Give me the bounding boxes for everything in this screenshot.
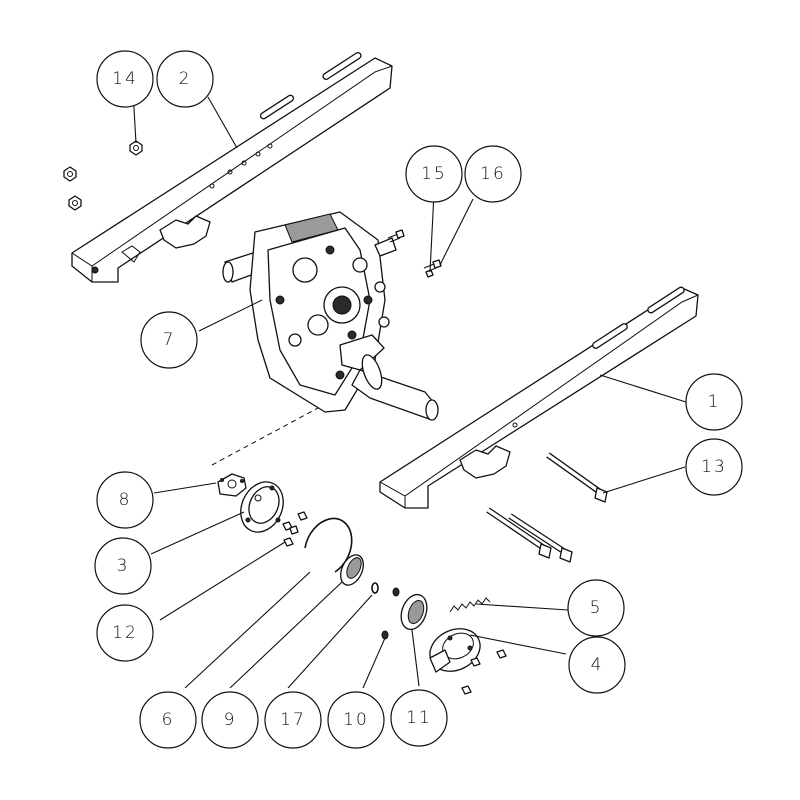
callout-6: 6 — [139, 691, 197, 749]
callout-11: 11 — [390, 689, 448, 747]
callout-15: 15 — [405, 145, 463, 203]
callout-11-label: 11 — [406, 708, 432, 728]
disc-part — [340, 554, 364, 586]
callout-10-label: 10 — [343, 710, 369, 730]
callout-14: 14 — [96, 50, 154, 108]
cover-plate-part — [240, 481, 284, 533]
callout-5: 5 — [567, 579, 625, 637]
nut-parts — [63, 140, 143, 211]
brake-screw-parts — [461, 649, 507, 695]
callout-5-label: 5 — [590, 598, 603, 618]
callout-10: 10 — [327, 691, 385, 749]
brake-arm-part — [429, 628, 481, 673]
callout-13-label: 13 — [701, 457, 727, 477]
spring-washer-part — [381, 587, 400, 640]
callout-4-label: 4 — [591, 655, 604, 675]
callout-7-label: 7 — [163, 330, 176, 350]
o-ring-part — [371, 582, 379, 594]
spring-part — [449, 597, 491, 613]
callout-3-label: 3 — [117, 556, 130, 576]
long-bolt-parts — [486, 452, 608, 563]
assembly-axis-line — [211, 407, 319, 466]
callout-16: 16 — [464, 145, 522, 203]
callout-16-label: 16 — [480, 164, 506, 184]
leader-lines — [132, 90, 687, 689]
screw-parts — [282, 511, 308, 547]
callout-6-label: 6 — [162, 710, 175, 730]
callout-4: 4 — [568, 636, 626, 694]
bearing-part — [400, 593, 428, 631]
callout-8: 8 — [96, 471, 154, 529]
callout-9-label: 9 — [224, 710, 237, 730]
callout-13: 13 — [685, 438, 743, 496]
transaxle-gearbox — [222, 211, 439, 421]
frame-rail-right — [379, 286, 699, 509]
callout-12: 12 — [96, 604, 154, 662]
callout-12-label: 12 — [112, 623, 138, 643]
callout-7: 7 — [140, 311, 198, 369]
callout-3: 3 — [94, 537, 152, 595]
callout-8-label: 8 — [119, 490, 132, 510]
callout-1: 1 — [685, 373, 743, 431]
callout-2: 2 — [156, 50, 214, 108]
callout-1-label: 1 — [708, 392, 721, 412]
callout-15-label: 15 — [421, 164, 447, 184]
gasket-part — [217, 473, 247, 497]
callout-17: 17 — [264, 691, 322, 749]
frame-rail-left — [71, 52, 393, 283]
callout-9: 9 — [201, 691, 259, 749]
callout-2-label: 2 — [179, 69, 192, 89]
small-bolt-parts — [387, 229, 442, 278]
callout-17-label: 17 — [280, 710, 306, 730]
callout-14-label: 14 — [112, 69, 138, 89]
